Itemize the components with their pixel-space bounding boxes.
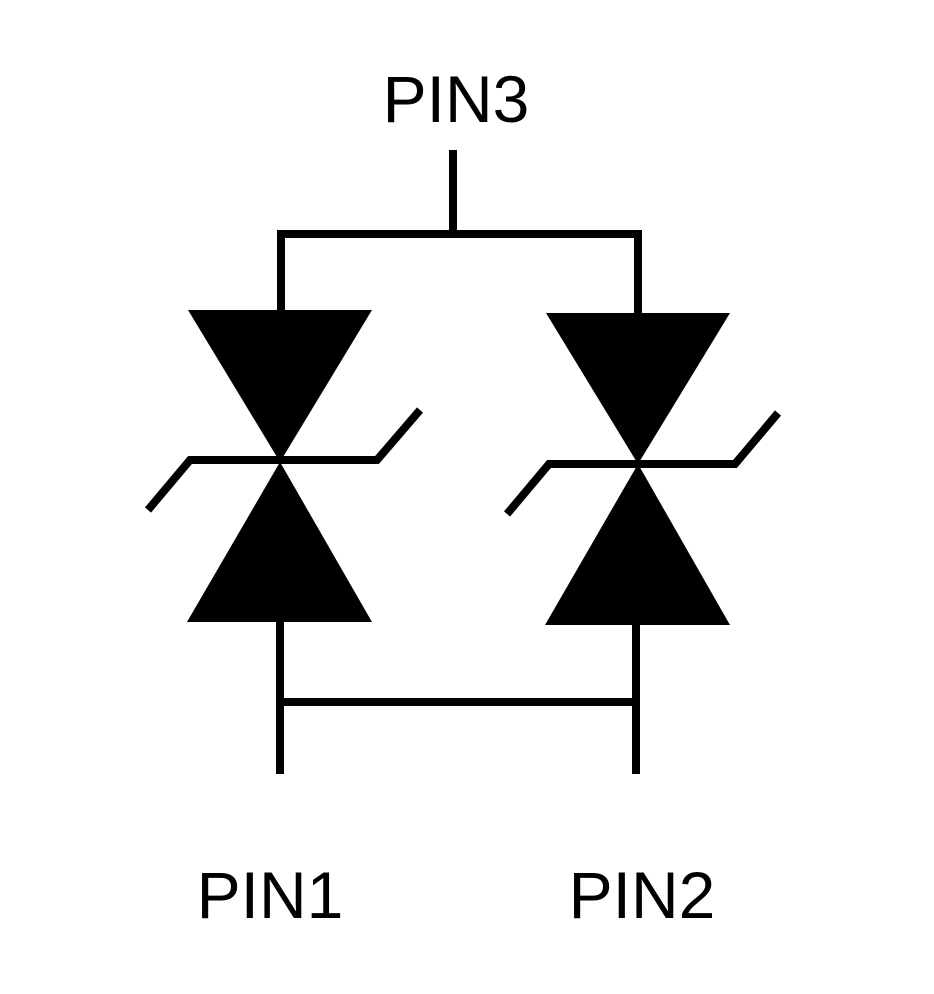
left-diode-upper-triangle xyxy=(188,310,372,462)
right-diode-lower-triangle xyxy=(545,464,730,625)
left-diode-zener-bar xyxy=(144,407,424,513)
left-diode-lower-triangle xyxy=(187,462,372,622)
top-bus-wire xyxy=(277,230,642,314)
bidirectional-tvs-diode-left xyxy=(144,310,424,622)
pin2-label: PIN2 xyxy=(569,858,716,932)
right-diode-upper-triangle xyxy=(546,313,730,464)
pin1-label: PIN1 xyxy=(197,858,344,932)
right-diode-zener-bar xyxy=(503,410,782,517)
pin3-label: PIN3 xyxy=(383,62,530,136)
bidirectional-tvs-diode-right xyxy=(503,313,782,625)
